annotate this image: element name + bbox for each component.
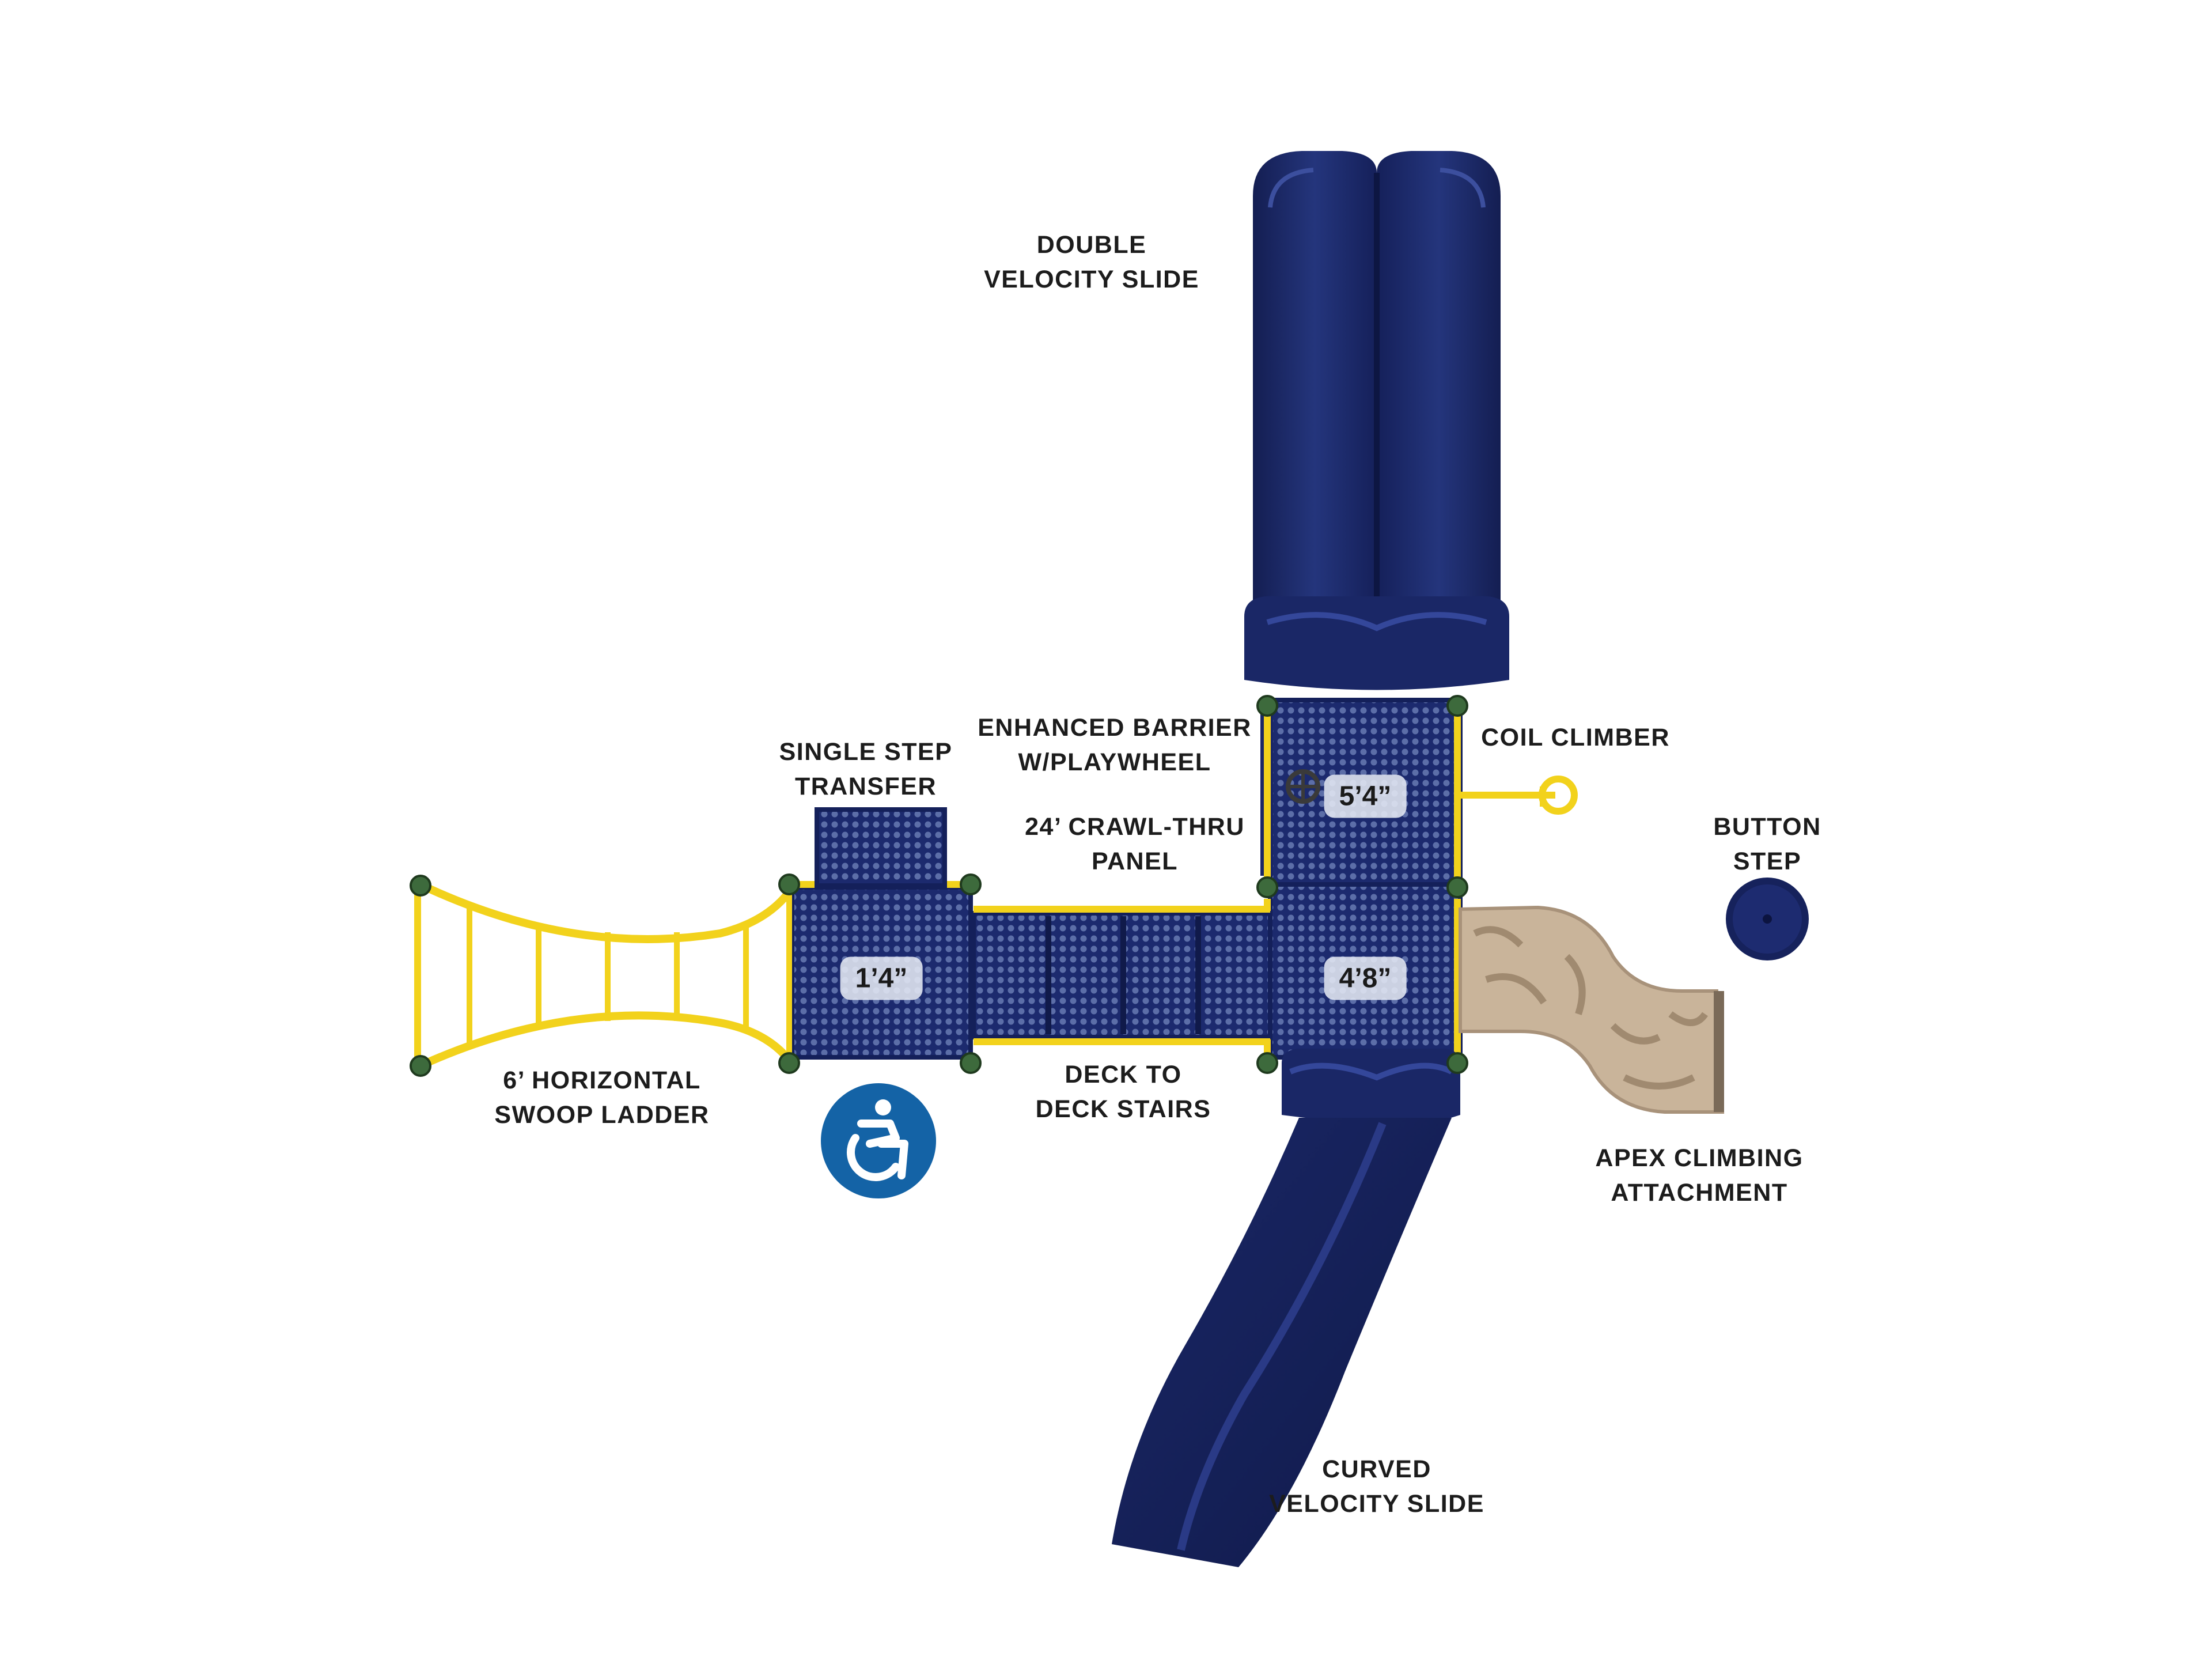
button-step xyxy=(1726,878,1809,960)
accessibility-icon xyxy=(821,1083,936,1198)
coil-climber xyxy=(1460,776,1578,815)
curved-velocity-slide xyxy=(1112,1049,1460,1567)
deck-height-lower: 4’8” xyxy=(1324,956,1407,1000)
single-step-transfer xyxy=(815,807,947,888)
deck-to-deck-stairs xyxy=(971,906,1272,1045)
apex-climbing-attachment xyxy=(1459,905,1725,1114)
post-caps xyxy=(410,695,1468,1077)
deck-height-transfer: 1’4” xyxy=(840,956,923,1000)
horizontal-swoop-ladder xyxy=(414,883,793,1067)
double-velocity-slide xyxy=(1244,151,1509,690)
label-coil-climber: COIL CLIMBER xyxy=(1481,724,1670,751)
deck-height-upper: 5’4” xyxy=(1324,774,1407,818)
